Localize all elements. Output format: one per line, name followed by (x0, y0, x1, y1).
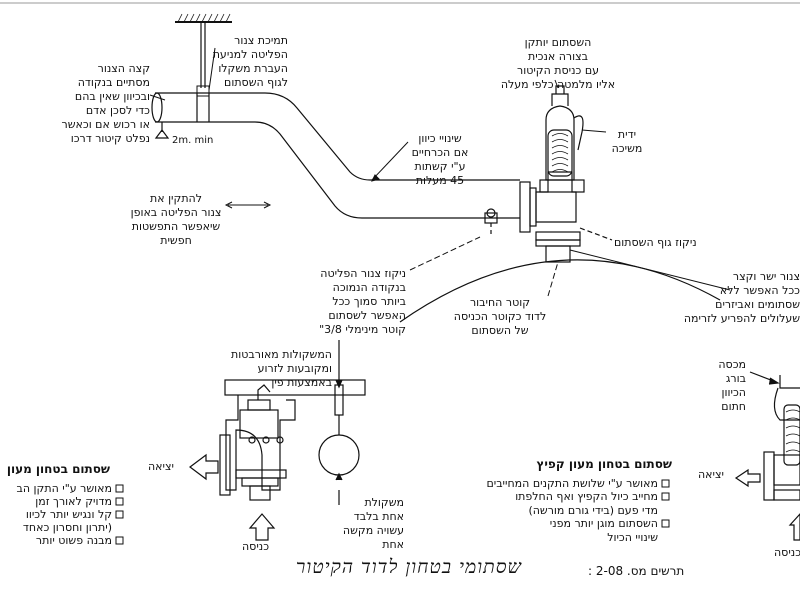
label-single-weight: משקולת אחת בלבד עשויה מקשה אחת (342, 496, 404, 551)
label-valve-mounting: השסתום יותקן בצורה אנכית עם כניסת הקיטור… (500, 36, 616, 91)
label-fixed-weights: המשקולות מאורבטות ומקובעות לזרוע באמצעות… (231, 348, 332, 389)
left-section-heading: שסתום בטחון מעון (6, 462, 110, 476)
left-item-3: קל ונגיש יותר לכיוו (25, 508, 112, 521)
leader-lines-top (149, 47, 731, 297)
label-short-pipe: צנור ישר וקצר ככל האפשר ללא שסתומים ואבי… (683, 270, 800, 325)
figure-title: שסתומי בטחון לדוד הקיטור (296, 556, 522, 578)
spring-safety-valve (519, 85, 613, 263)
lever-safety-valve (189, 340, 366, 541)
pipe-drain-valve (484, 208, 498, 236)
left-item-4: (יתרון וחסרון כאחד (22, 521, 112, 534)
label-inlet: כניסה (242, 540, 270, 553)
mid-item-3: השסתום מוגן יותר מפני שינויי הכיול (549, 517, 658, 544)
ceiling-support (175, 13, 232, 97)
label-min-height: 2m. min (172, 135, 214, 146)
left-item-1: מאושר ע"י התקן הב (16, 482, 112, 495)
label-bend-45: שינויי כיוון אם הכרחיים ע"י קשתות 45 מעל… (411, 132, 469, 187)
label-lever-handle: ידית משיכה (611, 128, 643, 155)
label-pipe-drain: ניקוז צנור הפליטה בנקודה הנמוכה ביותר סמ… (319, 267, 406, 336)
left-item-5: מבנה פשוט יותר (35, 534, 112, 547)
discharge-pipe (151, 92, 520, 219)
figure-number: תרשים מס. 2-08 : (588, 564, 685, 578)
right-spring-valve (734, 371, 800, 541)
label-body-drain: ניקוז גוף השסתום (614, 236, 697, 249)
label-inlet-right: כניסה (774, 546, 800, 559)
label-connection-diameter: קוטר החיבור לדוד כקוטר הכניסה של השסתום (453, 296, 547, 337)
checkbox-marks (115, 479, 670, 545)
mid-item-2: מחייב כיול הקפיץ ואף החלפתו מדי פעם (ביד… (515, 490, 658, 517)
mid-item-1: מאושר ע"י שלושת התקנים המחייבים (486, 477, 658, 490)
boiler-shell (399, 259, 721, 323)
left-item-2: מדויק לאורך זמן (35, 495, 112, 508)
label-pipe-end: קצה הצנור מסתיים בנקודה ובכיוון שאין בהם… (61, 62, 150, 145)
label-sealed-cap: מכסה בורג הכיוון חתום (718, 358, 746, 413)
label-pipe-support: תמיכת צנור הפליטה למניעת העברת משקלו לגו… (212, 34, 288, 89)
height-marker (154, 122, 170, 139)
label-install-pipe: להתקין את צנור הפליטה באופן שיאפשר התפשט… (130, 192, 222, 247)
mid-section-heading: שסתום בטחון מעון קפיץ (536, 457, 672, 471)
label-outlet-right: יציאה (698, 468, 724, 481)
label-outlet: יציאה (148, 460, 174, 473)
